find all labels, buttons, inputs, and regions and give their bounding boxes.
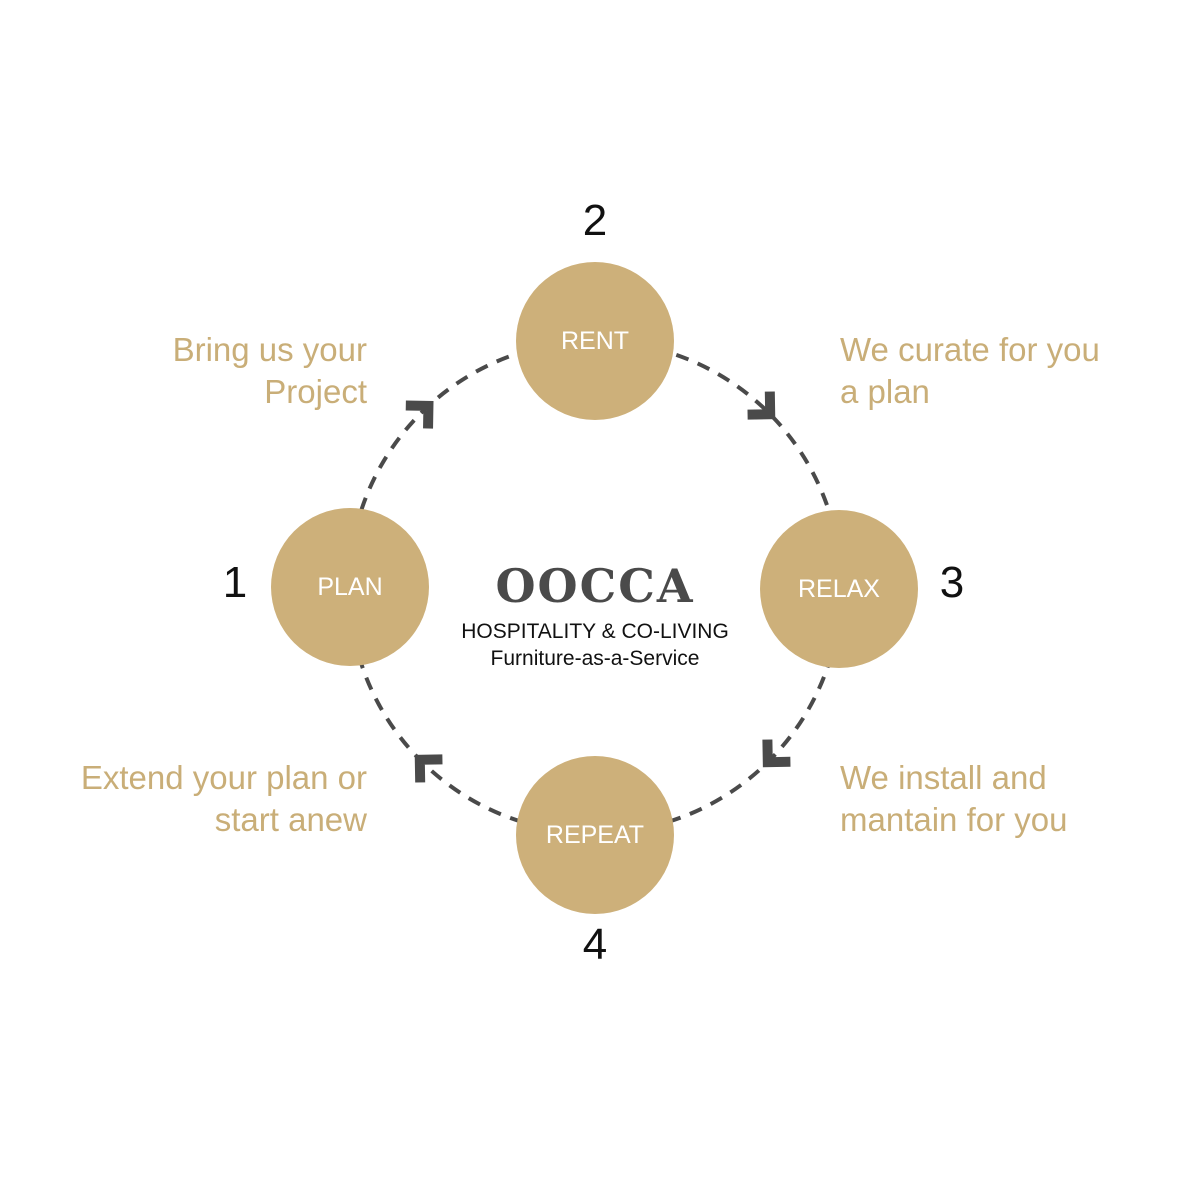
chevron-arrow-icon [405,400,434,429]
step-number-3: 3 [939,558,965,607]
description-plan: Extend your plan or start anew [81,757,367,841]
step-number-4: 4 [582,920,608,969]
description-line: We curate for you [840,331,1100,368]
description-line: a plan [840,373,930,410]
tagline: HOSPITALITY & CO-LIVING [461,620,729,643]
oocca-logo: OOCCA [495,559,695,613]
description-line: mantain for you [840,801,1068,838]
node-label: RENT [560,326,630,355]
subtitle: Furniture-as-a-Service [490,647,700,670]
step-node-plan: PLAN [271,508,429,666]
description-line: Extend your plan or [80,759,367,796]
node-label: RELAX [798,574,880,603]
description-line: We install and [840,759,1047,796]
chevron-arrow-icon [747,391,776,420]
description-line: Bring us your [172,331,367,368]
step-node-rent: RENT [516,262,674,420]
node-label: REPEAT [545,820,645,849]
step-number-1: 1 [222,558,248,607]
step-node-repeat: REPEAT [516,756,674,914]
chevron-arrow-icon [414,754,443,783]
description-line: Project [264,373,367,410]
step-node-relax: RELAX [760,510,918,668]
description-repeat: We install and mantain for you [840,757,1067,841]
node-label: PLAN [317,572,383,601]
description-rent: Bring us your Project [173,329,367,413]
description-line: start anew [214,801,367,838]
step-number-2: 2 [582,196,608,245]
center-brand: OOCCA HOSPITALITY & CO-LIVING Furniture-… [395,560,795,671]
description-relax: We curate for you a plan [840,329,1100,413]
chevron-arrow-icon [762,739,791,768]
